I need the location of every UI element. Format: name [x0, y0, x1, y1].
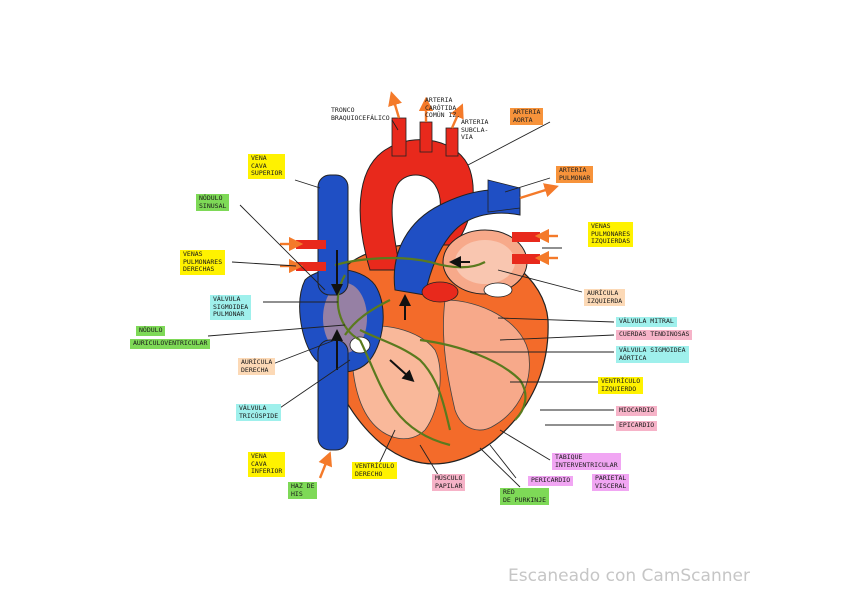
- label-subclavia: ARTERIA SUBCLA- VIA: [461, 118, 489, 141]
- label-auricula-izquierda: AURÍCULA IZQUIERDA: [584, 289, 626, 306]
- label-auricula-derecha: AURÍCULA DERECHA: [238, 358, 276, 375]
- label-tabique: TABIQUE INTERVENTRICULAR: [552, 453, 621, 470]
- label-haz-his: HAZ DE HIS: [288, 482, 318, 499]
- label-ventriculo-derecho: VENTRÍCULO DERECHO: [352, 462, 398, 479]
- label-valvula-mitral: VÁLVULA MITRAL: [616, 317, 677, 327]
- label-vena-cava-inferior: VENA CAVA INFERIOR: [248, 452, 286, 477]
- label-carotida: ARTERIA CARÓTIDA COMÚN IZ.: [425, 96, 461, 119]
- label-valvula-pulmonar: VÁLVULA SIGMOIDEA PULMONAR: [210, 295, 252, 320]
- label-venas-pulmonares-derechas: VENAS PULMONARES DERECHAS: [180, 250, 226, 275]
- vena-cava-inferior: [317, 339, 349, 451]
- label-arteria-pulmonar: ARTERIA PULMONAR: [556, 166, 594, 183]
- label-miocardio: MIOCARDIO: [616, 406, 658, 416]
- conduction-system: [334, 256, 527, 447]
- label-valvula-tricuspide: VÁLVULA TRICÚSPIDE: [236, 404, 282, 421]
- label-valvula-aortica: VÁLVULA SIGMOIDEA AÓRTICA: [616, 346, 689, 363]
- label-epicardio: EPICARDIO: [616, 421, 658, 431]
- label-nodulo-av-1: NÓDULO: [136, 326, 166, 336]
- label-vena-cava-superior: VENA CAVA SUPERIOR: [248, 154, 286, 179]
- label-musculo-papilar: MÚSCULO PAPILAR: [432, 474, 466, 491]
- label-nodulo-av-2: AURICULOVENTRICULAR: [130, 339, 211, 349]
- label-aorta: ARTERIA AORTA: [510, 108, 544, 125]
- label-parietal-visceral: PARIETAL VISCERAL: [592, 474, 630, 491]
- label-pericardio: PERICARDIO: [528, 476, 574, 486]
- label-red-purkinje: RED DE PURKINJE: [500, 488, 550, 505]
- label-ventriculo-izquierdo: VENTRÍCULO IZQUIERDO: [598, 377, 644, 394]
- label-venas-pulmonares-izquierdas: VENAS PULMONARES IZQUIERDAS: [588, 222, 634, 247]
- camscanner-watermark: Escaneado con CamScanner: [508, 566, 750, 586]
- label-nodulo-sinusal: NÓDULO SINUSAL: [196, 194, 230, 211]
- label-tronco: TRONCO BRAQUIOCEFÁLICO: [331, 106, 390, 122]
- left-ventricle-cavity: [443, 299, 530, 431]
- label-cuerdas-tendinosas: CUERDAS TENDINOSAS: [616, 330, 693, 340]
